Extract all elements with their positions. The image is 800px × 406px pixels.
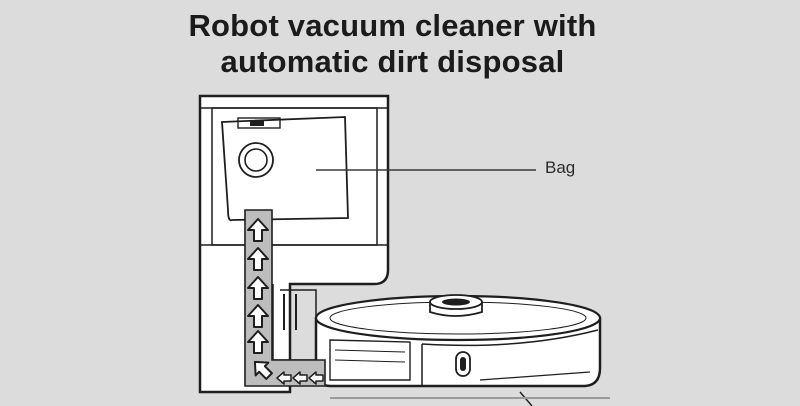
bag-label: Bag <box>545 158 576 177</box>
airflow-corner-arrow-icon <box>253 360 273 380</box>
robot-vacuum <box>314 294 602 406</box>
title-line-2: automatic dirt disposal <box>220 44 565 79</box>
airflow-arrows <box>247 218 324 385</box>
title-line-1: Robot vacuum cleaner with <box>188 8 597 43</box>
dust-bag <box>221 116 349 222</box>
diagram-title: Robot vacuum cleaner with automatic dirt… <box>0 8 785 80</box>
